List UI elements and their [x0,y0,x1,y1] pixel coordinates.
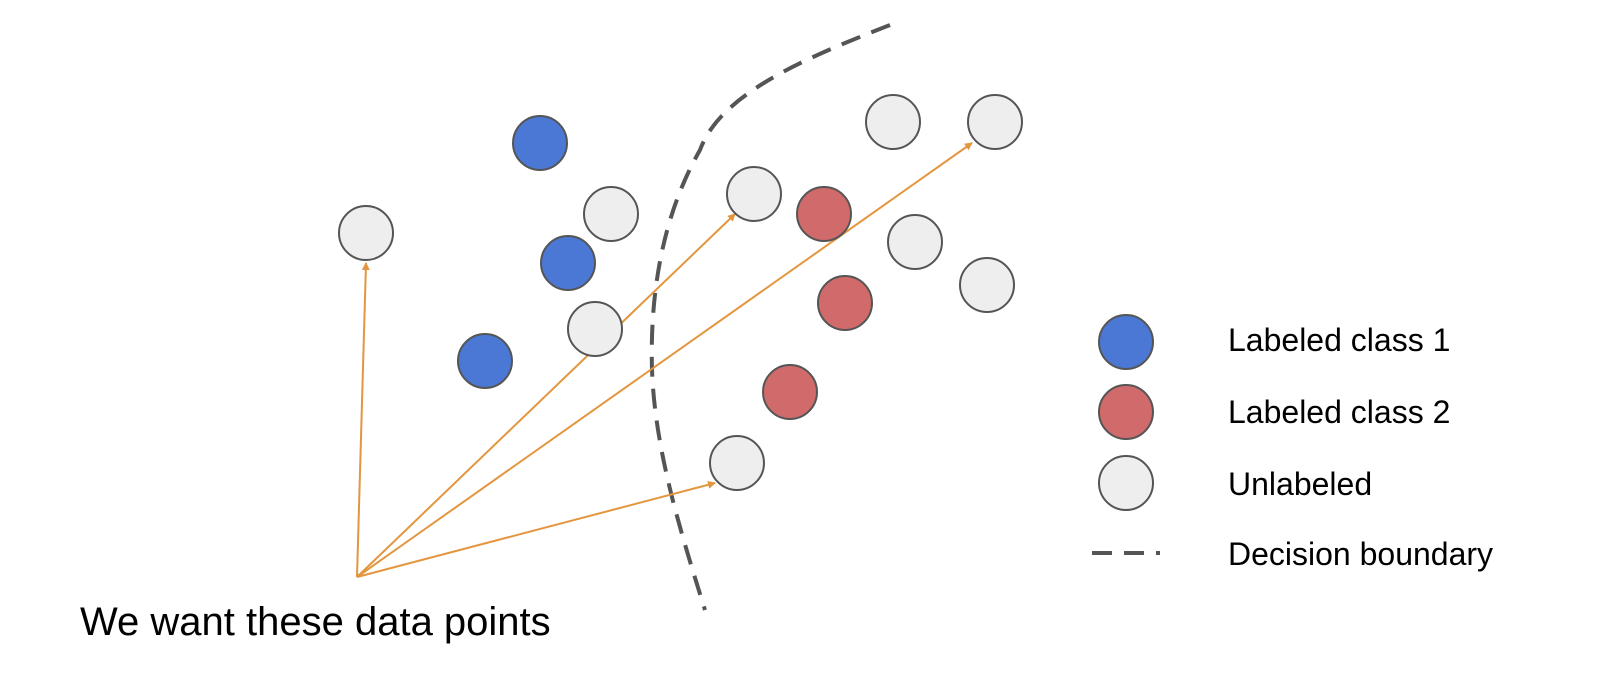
legend-swatch-class1 [1098,314,1154,370]
point-class1 [512,115,568,171]
point-class2 [762,364,818,420]
arrows-group [356,142,973,578]
legend-label-unlabeled: Unlabeled [1228,466,1373,502]
arrow-to-bottom-point [356,480,716,578]
point-class2 [796,186,852,242]
points-group [338,94,1023,491]
point-unlabeled [959,257,1015,313]
legend-label-class2: Labeled class 2 [1228,394,1451,430]
legend [1092,314,1160,555]
legend-label-class1: Labeled class 1 [1228,322,1451,358]
point-unlabeled [865,94,921,150]
point-unlabeled [583,186,639,242]
point-unlabeled [338,205,394,261]
legend-swatch-unlabeled [1098,455,1154,511]
point-unlabeled [726,166,782,222]
caption-text: We want these data points [80,600,551,644]
legend-swatch-class2 [1098,384,1154,440]
arrow-to-left-point [356,262,370,578]
legend-label-boundary: Decision boundary [1228,536,1494,572]
point-unlabeled [967,94,1023,150]
point-unlabeled [709,435,765,491]
arrow-to-center-point [356,213,736,578]
decision-boundary [649,23,891,611]
point-unlabeled [887,214,943,270]
point-class1 [540,235,596,291]
point-class2 [817,275,873,331]
point-unlabeled [567,301,623,357]
point-class1 [457,333,513,389]
arrow-to-far-right-point [356,142,973,578]
